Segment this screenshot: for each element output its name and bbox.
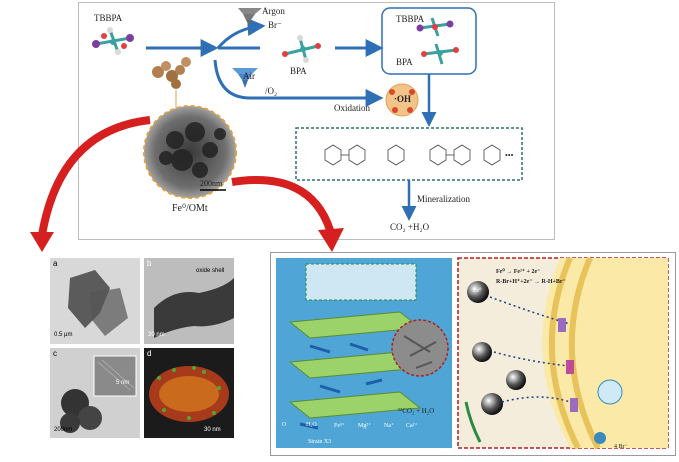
- reaction-arrow-br: [216, 18, 266, 49]
- intermediates-box: [295, 127, 523, 181]
- oh-label: ·OH: [394, 94, 412, 104]
- tbbpa-label: TBBPA: [94, 13, 123, 23]
- tem-circle-image: [143, 105, 237, 199]
- bpa-label: BPA: [290, 66, 307, 76]
- oxidation-arrow: [213, 59, 384, 107]
- membrane-protein-icons: [558, 318, 623, 444]
- tem-panel-d: d 30 nm: [144, 348, 234, 438]
- legend-item: H₂O: [306, 422, 317, 428]
- tem-a-scale: 0.5 μm: [54, 332, 73, 338]
- legend-item: O: [282, 422, 287, 428]
- mechanism-graphics: [276, 256, 669, 450]
- air-label: Air: [243, 71, 255, 81]
- intermediate-structures: [324, 144, 501, 166]
- mech-fe-label: Fe⁰: [473, 288, 482, 294]
- red-arrowhead-right: [318, 228, 344, 252]
- box-bpa-molecule-icon: [421, 43, 459, 65]
- tem-d-letter: d: [147, 349, 152, 358]
- bromide-label: Br⁻: [268, 20, 282, 30]
- mech-bottom-br: 4 Br⁻: [614, 444, 628, 450]
- mech-reaction-1: Fe⁰ → Fe²⁺ + 2e⁻: [496, 269, 541, 275]
- molecule-sticks: [299, 342, 383, 430]
- tem-panel-b: b oxide shell 20 nm: [144, 258, 234, 344]
- o2-label: /O₂: [265, 86, 278, 96]
- red-arrow-left: [38, 116, 151, 236]
- legend-item: Na⁺: [384, 423, 395, 429]
- mech-legend: O H₂O Fe³⁺ Mg²⁺ Na⁺ Ca²⁺: [282, 422, 452, 438]
- tem-panel-a: a 0.5 μm: [50, 258, 140, 344]
- ellipsis-label: •••: [505, 151, 514, 160]
- legend-item: Mg²⁺: [358, 423, 372, 429]
- mech-reaction-2: R-Br+H⁺+2e⁻ → R-H+Br⁻: [496, 279, 566, 285]
- material-label: Fe⁰/OMt: [172, 203, 208, 214]
- red-arrow-right: [231, 176, 334, 232]
- sem-zoom-circle: [391, 319, 449, 377]
- argon-label: Argon: [262, 6, 285, 16]
- tem-c-scale: 200nm: [54, 427, 73, 433]
- argon-tornado-icon: [238, 8, 262, 26]
- red-arrowhead-left: [30, 232, 54, 252]
- product-label: CO₂ +H₂O: [390, 222, 430, 232]
- hydroxyl-radical-icon: [385, 83, 419, 117]
- tem-c-inset-scale: 5 nm: [116, 380, 130, 386]
- tem-particles: [159, 122, 226, 178]
- box-tbbpa-label: TBBPA: [396, 14, 425, 24]
- mineralization-label: Mineralization: [417, 194, 470, 204]
- tem-d-scale: 30 nm: [204, 427, 221, 433]
- fe-particle-icons: [467, 281, 526, 415]
- scale-label: 200nm: [200, 179, 223, 188]
- tem-b-note: oxide shell: [196, 268, 225, 274]
- tem-b-letter: b: [147, 259, 152, 268]
- mech-products-label: ¹²CO₂ + H₂O: [398, 407, 435, 415]
- tem-b-scale: 20 nm: [148, 332, 165, 338]
- oxidation-label: Oxidation: [334, 103, 370, 113]
- bpa-molecule-icon: [282, 35, 321, 63]
- tem-panel-c: c 5 nm 200nm: [50, 348, 140, 438]
- tem-a-letter: a: [53, 259, 58, 268]
- mech-strain-label: Strain X3: [308, 439, 332, 445]
- legend-item: Fe³⁺: [334, 423, 345, 429]
- nanoparticle-cluster-icon: [152, 57, 191, 89]
- box-tbbpa-molecule-icon: [416, 17, 454, 37]
- air-tornado-icon: [232, 68, 258, 88]
- tem-c-letter: c: [53, 349, 57, 358]
- legend-item: Ca²⁺: [406, 423, 418, 429]
- tbbpa-molecule-icon: [92, 27, 134, 55]
- box-bpa-label: BPA: [396, 57, 413, 67]
